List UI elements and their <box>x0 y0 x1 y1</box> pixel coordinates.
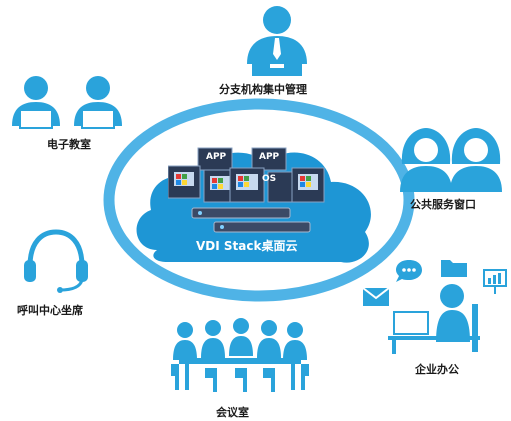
app-chip-2: APP <box>259 152 280 162</box>
mail-envelope-icon <box>362 287 390 306</box>
desktop-stack-graphic <box>168 147 325 233</box>
label-enterprise-office: 企业办公 <box>415 363 459 376</box>
connection-ring <box>103 98 415 302</box>
label-branch-mgmt: 分支机构集中管理 <box>219 83 307 96</box>
manager-person-icon <box>247 6 307 76</box>
label-e-classroom: 电子教室 <box>47 138 91 151</box>
students-icon <box>12 76 122 129</box>
label-meeting-room: 会议室 <box>216 406 249 419</box>
center-title: VDI Stack桌面云 <box>196 239 298 253</box>
office-worker-icon <box>388 284 480 354</box>
presentation-board-icon <box>483 269 507 294</box>
folder-icon <box>441 260 467 277</box>
service-staff-icon <box>400 128 502 192</box>
chat-bubble-icon <box>396 260 422 282</box>
label-call-center: 呼叫中心坐席 <box>17 304 83 317</box>
app-chip-1: APP <box>206 152 227 162</box>
headset-icon <box>24 229 88 293</box>
label-public-service: 公共服务窗口 <box>410 198 476 211</box>
os-chip: OS <box>262 174 277 184</box>
meeting-group-icon <box>171 318 309 392</box>
